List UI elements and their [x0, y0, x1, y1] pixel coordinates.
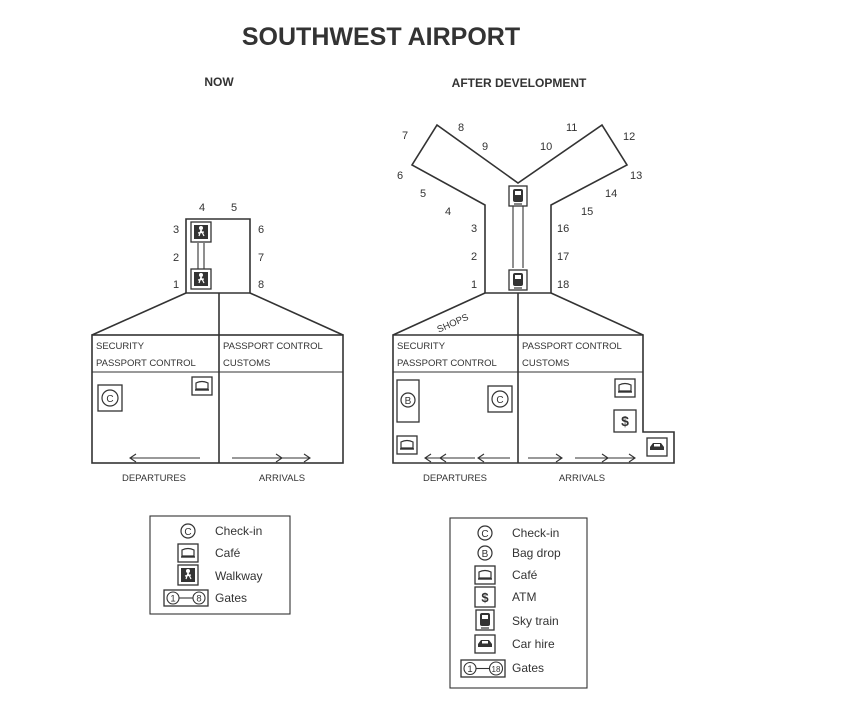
- cafe-icon: [396, 435, 418, 455]
- svg-text:C: C: [481, 529, 488, 540]
- gate-number: 15: [581, 206, 593, 218]
- svg-text:C: C: [106, 394, 113, 405]
- gate-number: 9: [482, 141, 488, 153]
- svg-text:C: C: [496, 395, 503, 406]
- checkin-icon: C: [97, 384, 123, 412]
- after-heading: AFTER DEVELOPMENT: [452, 76, 587, 90]
- legend-after: C Check-in B Bag drop Café $ ATM Sky tra…: [449, 517, 588, 689]
- cafe-icon: [474, 565, 496, 585]
- legend-label: ATM: [512, 590, 536, 604]
- legend-label: Gates: [215, 591, 247, 605]
- zone-label: CUSTOMS: [522, 358, 569, 369]
- gate-number: 16: [557, 223, 569, 235]
- walkway-icon: [190, 268, 212, 290]
- zone-label: PASSPORT CONTROL: [397, 358, 497, 369]
- svg-text:18: 18: [492, 665, 501, 674]
- zone-label: SECURITY: [96, 341, 145, 352]
- bagdrop-icon: [477, 545, 493, 561]
- gate-number: 17: [557, 251, 569, 263]
- gate-number: 14: [605, 188, 617, 200]
- gate-number: 2: [173, 252, 179, 264]
- gate-number: 1: [471, 279, 477, 291]
- arrivals-label: ARRIVALS: [259, 473, 305, 484]
- walkway-icon: [177, 564, 199, 586]
- svg-text:B: B: [482, 549, 489, 560]
- gate-number: 8: [258, 279, 264, 291]
- arrivals-label: ARRIVALS: [559, 473, 605, 484]
- legend-label: Check-in: [215, 524, 262, 538]
- legend-label: Café: [512, 568, 538, 582]
- gate-number: 6: [397, 170, 403, 182]
- legend-label: Car hire: [512, 637, 555, 651]
- bagdrop-icon: B: [396, 379, 420, 423]
- legend-label: Walkway: [215, 569, 263, 583]
- cafe-icon: [191, 376, 213, 396]
- svg-text:$: $: [481, 590, 489, 605]
- skytrain-icon: [508, 269, 528, 291]
- gate-number: 6: [258, 224, 264, 236]
- gate-number: 1: [173, 279, 179, 291]
- gate-number: 3: [471, 223, 477, 235]
- checkin-icon: [180, 523, 196, 539]
- departures-label: DEPARTURES: [423, 473, 487, 484]
- svg-text:C: C: [184, 527, 191, 538]
- skytrain-icon: [475, 609, 495, 631]
- zone-label: PASSPORT CONTROL: [223, 341, 323, 352]
- gates-icon: 1 18: [460, 659, 506, 678]
- gate-number: 12: [623, 131, 635, 143]
- gate-number: 18: [557, 279, 569, 291]
- legend-now: C Check-in Café Walkway 1 8 Gates: [149, 515, 291, 615]
- gate-number: 4: [445, 206, 451, 218]
- gate-number: 3: [173, 224, 179, 236]
- departures-arrows: [129, 453, 200, 463]
- gate-number: 13: [630, 170, 642, 182]
- legend-label: Bag drop: [512, 546, 561, 560]
- zone-label: PASSPORT CONTROL: [96, 358, 196, 369]
- zone-label: SECURITY: [397, 341, 446, 352]
- gate-number: 11: [566, 122, 577, 134]
- now-terminal: [91, 218, 344, 464]
- atm-icon: $: [613, 409, 637, 433]
- skytrain-icon: [508, 185, 528, 207]
- gate-number: 5: [231, 202, 237, 214]
- legend-label: Café: [215, 546, 241, 560]
- shops-label: SHOPS: [436, 312, 471, 336]
- gate-number: 7: [402, 130, 408, 142]
- svg-text:8: 8: [196, 594, 201, 605]
- now-heading: NOW: [204, 75, 234, 89]
- arrivals-arrows: [528, 453, 636, 463]
- checkin-icon: [477, 525, 493, 541]
- departures-arrows: [424, 453, 510, 463]
- carhire-icon: [474, 634, 496, 654]
- legend-label: Check-in: [512, 526, 559, 540]
- legend-label: Gates: [512, 661, 544, 675]
- departures-label: DEPARTURES: [122, 473, 186, 484]
- walkway-icon: [190, 221, 212, 243]
- svg-text:$: $: [621, 413, 629, 429]
- gate-number: 5: [420, 188, 426, 200]
- svg-text:1: 1: [170, 594, 175, 605]
- gate-number: 10: [540, 141, 552, 153]
- atm-icon: $: [474, 586, 496, 608]
- svg-text:B: B: [405, 396, 412, 407]
- diagram-title: SOUTHWEST AIRPORT: [242, 23, 520, 51]
- zone-label: CUSTOMS: [223, 358, 270, 369]
- arrivals-arrows: [232, 453, 311, 463]
- gate-number: 7: [258, 252, 264, 264]
- gate-number: 4: [199, 202, 205, 214]
- after-terminal: [392, 123, 675, 464]
- gate-number: 2: [471, 251, 477, 263]
- cafe-icon: [614, 378, 636, 398]
- cafe-icon: [177, 543, 199, 563]
- gate-number: 8: [458, 122, 464, 134]
- gates-icon: 1 8: [163, 589, 209, 607]
- zone-label: PASSPORT CONTROL: [522, 341, 622, 352]
- carhire-icon: [646, 437, 668, 457]
- checkin-icon: C: [487, 385, 513, 413]
- svg-text:1: 1: [467, 664, 472, 675]
- legend-label: Sky train: [512, 614, 559, 628]
